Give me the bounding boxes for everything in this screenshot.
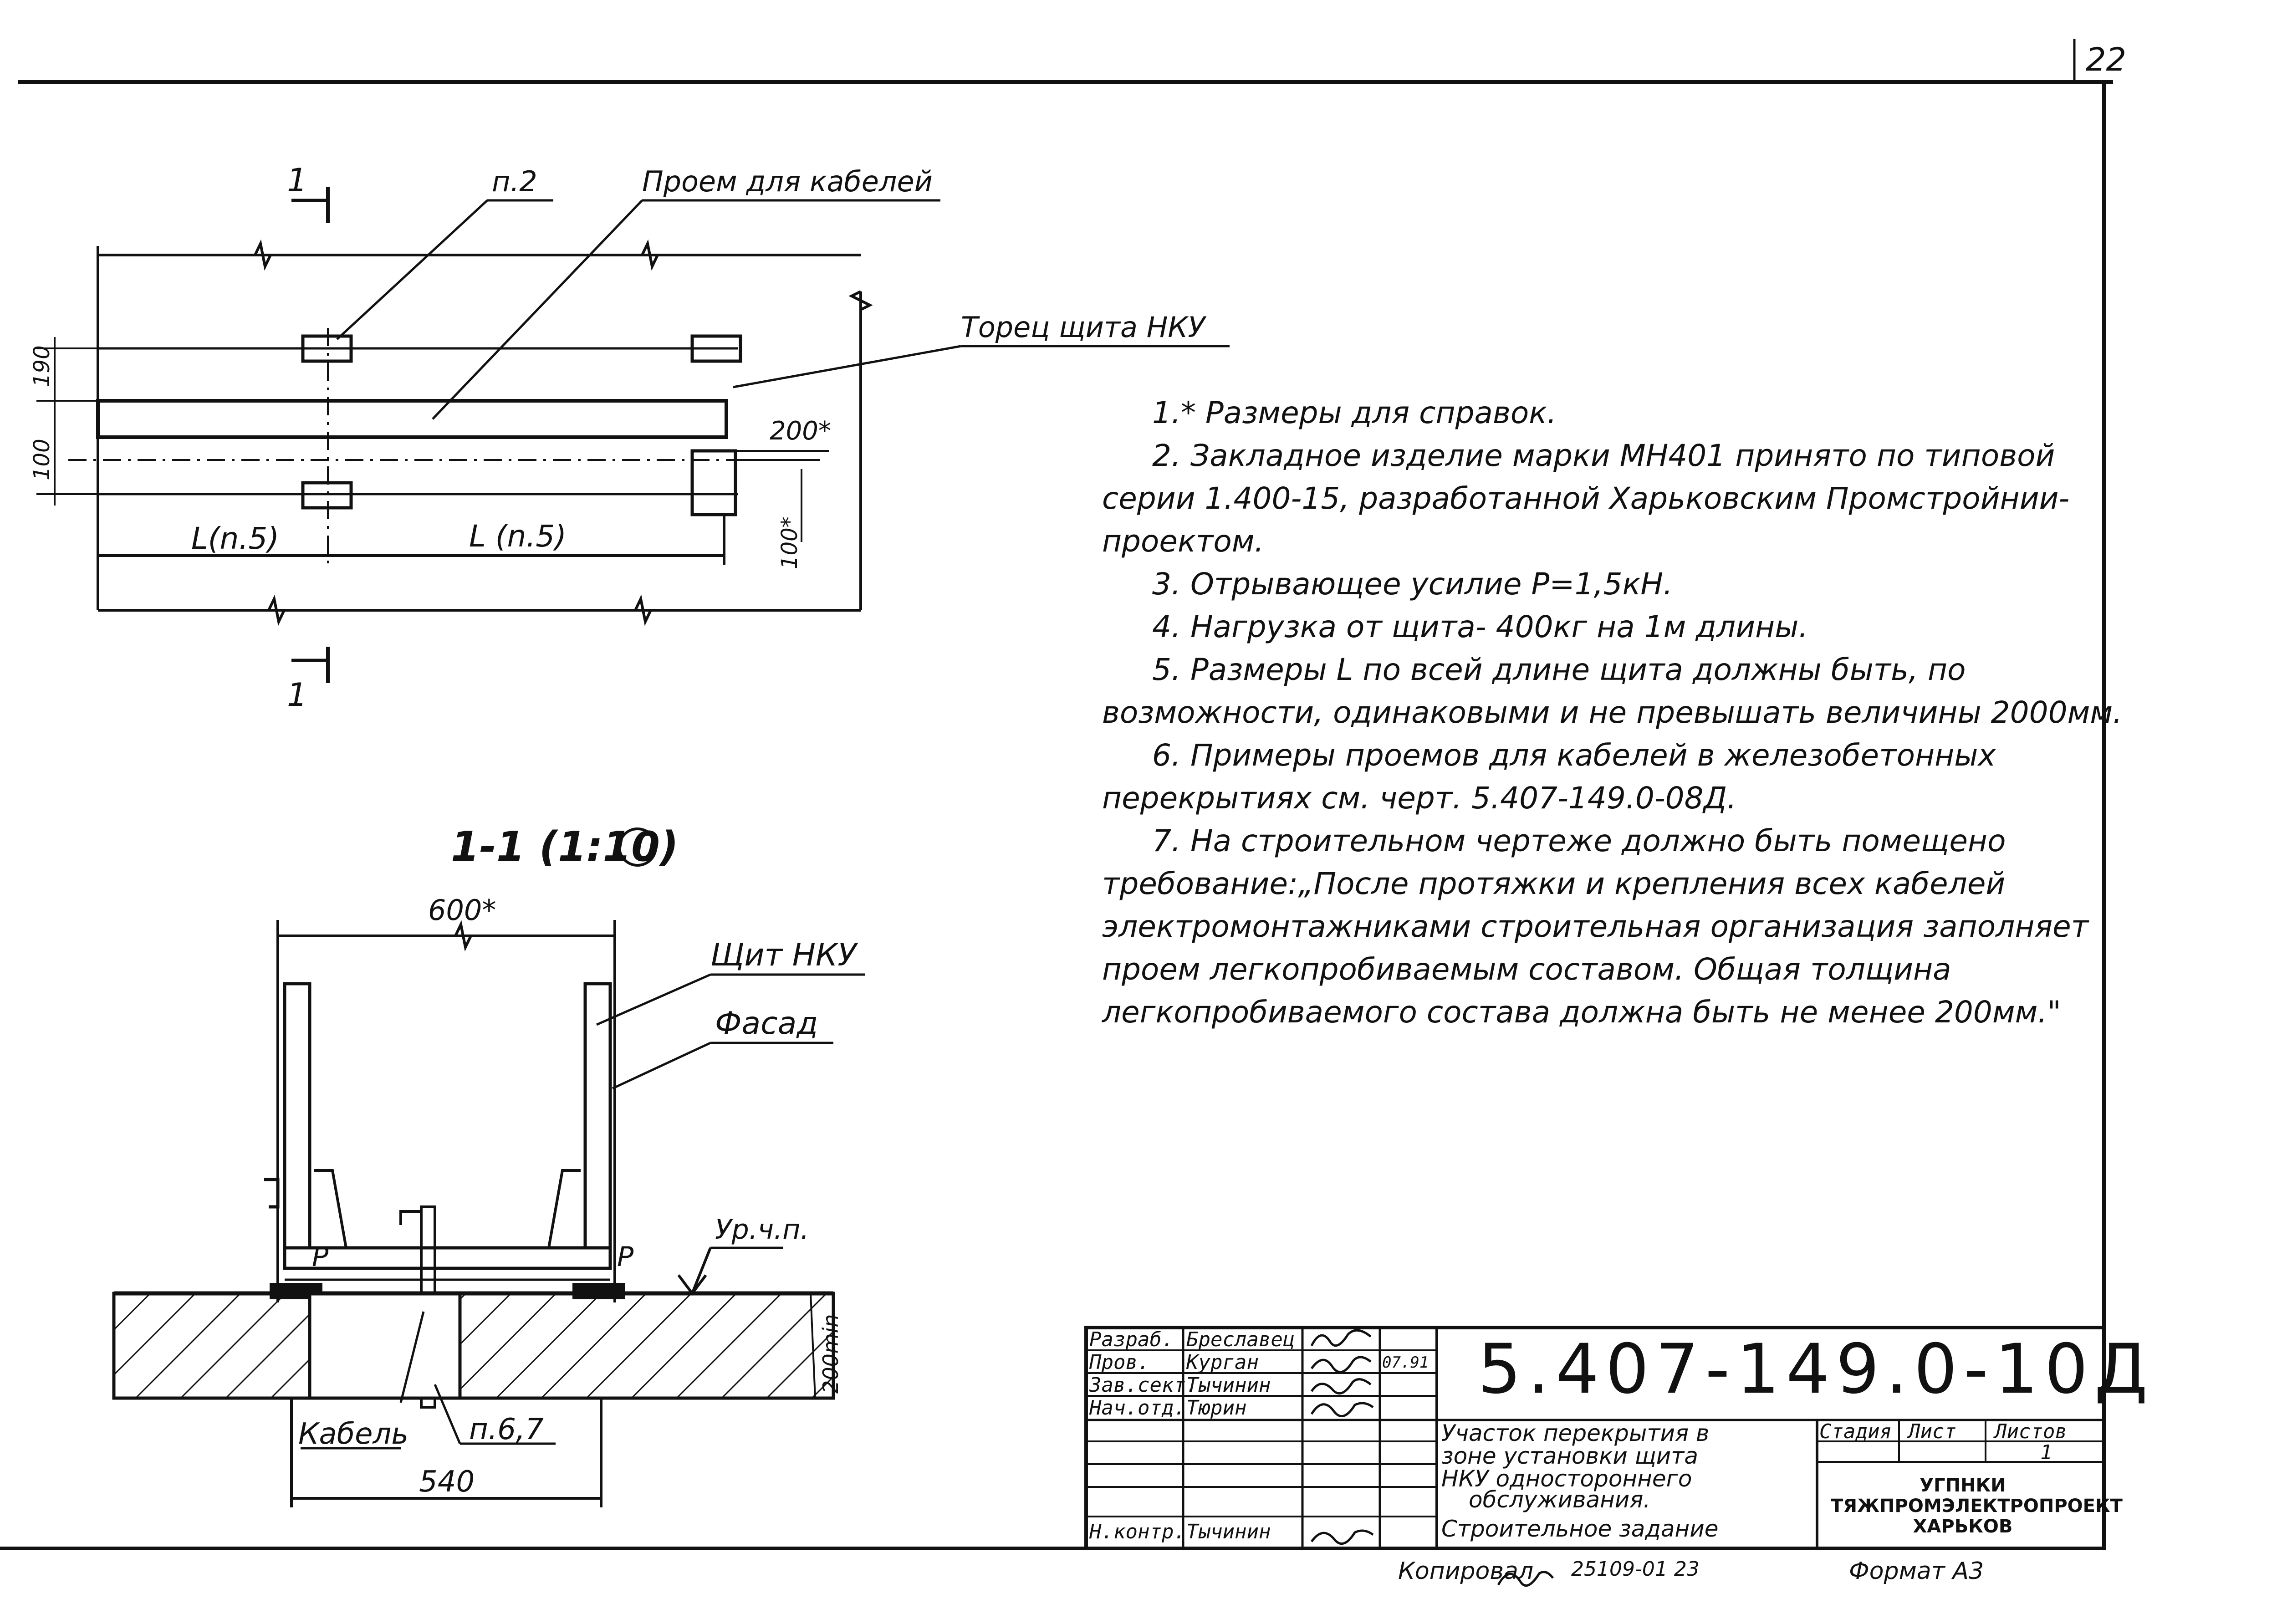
label-force-right: P [617, 1241, 634, 1273]
tb-document-code: 5.407-149.0-10Д [1478, 1330, 2154, 1409]
tb-name-3: Тюрин [1186, 1396, 1247, 1420]
label-item-2: п.2 [492, 165, 537, 198]
signature-1 [1310, 1329, 1372, 1347]
label-floor-level: Ур.ч.п. [715, 1214, 809, 1246]
dim-200min: 200min [818, 1314, 843, 1394]
label-facade: Фасад [715, 1006, 818, 1042]
note-6: 6. Примеры проемов для кабелей в железоб… [1102, 738, 1996, 816]
dim-600: 600* [428, 894, 496, 927]
tb-sheets-value: 1 [2040, 1441, 2052, 1464]
label-L-left: L(n.5) [191, 521, 279, 556]
footer-order: 25109-01 23 [1571, 1558, 1700, 1581]
dim-190: 190 [29, 345, 55, 387]
section-labels: 1-1 (1:10) 600* Щит НКУ Фасад Ур.ч.п. P … [298, 823, 858, 1499]
signature-2 [1310, 1356, 1372, 1374]
section-mark-bottom: 1 [287, 676, 307, 714]
tb-org-line-2: ТЯЖПРОМЭЛЕКТРОПРОЕКТ [1831, 1496, 2123, 1517]
tb-sheets-label: Листов [1995, 1420, 2067, 1443]
notes-block: 1.* Размеры для справок. 2. Закладное из… [1102, 392, 2131, 1034]
tb-name-6: Тычинин [1186, 1520, 1271, 1543]
label-panel: Щит НКУ [710, 937, 858, 973]
note-3: 3. Отрывающее усилие P=1,5кН. [1152, 567, 1673, 602]
label-cable: Кабель [298, 1417, 408, 1451]
plan-view [36, 187, 1230, 683]
signature-3 [1310, 1378, 1372, 1394]
label-opening: Проем для кабелей [642, 165, 933, 198]
sheet-number: 22 [2086, 41, 2126, 78]
section-view [112, 827, 865, 1507]
dim-200: 200* [770, 416, 831, 446]
note-7: 7. На строительном чертеже должно быть п… [1102, 823, 2089, 1030]
footer-format: Формат А3 [1849, 1558, 1984, 1585]
note-1: 1.* Размеры для справок. [1152, 395, 1557, 430]
dim-100-left: 100 [29, 439, 55, 480]
label-force-left: P [312, 1241, 329, 1273]
tb-stage-label: Стадия [1819, 1420, 1892, 1443]
plan-labels: 1 1 п.2 Проем для кабелей Торец щита НКУ… [29, 162, 1207, 714]
tb-name-0: Бреславец [1186, 1328, 1295, 1351]
tb-role-2: Зав.сект. [1089, 1374, 1198, 1397]
note-2: 2. Закладное изделие марки МН401 принято… [1102, 438, 2070, 559]
section-title: 1-1 (1:10) [451, 823, 679, 871]
label-item-6-7: п.6,7 [469, 1413, 544, 1446]
section-mark-top: 1 [287, 162, 307, 199]
tb-role-1: Пров. [1089, 1351, 1150, 1374]
tb-sheet-label: Лист [1908, 1420, 1956, 1443]
footer-copied: Копировал [1398, 1558, 1534, 1585]
tb-date: 07.91 [1382, 1353, 1429, 1372]
tb-desc-line-1: Участок перекрытия в [1441, 1420, 1710, 1446]
label-L-right: L (n.5) [469, 519, 567, 554]
tb-name-1: Курган [1186, 1351, 1259, 1374]
tb-desc-line-4: обслуживания. [1469, 1486, 1651, 1513]
tb-desc-line-5: Строительное задание [1441, 1516, 1719, 1542]
note-5: 5. Размеры L по всей длине щита должны б… [1102, 652, 2123, 730]
dim-540: 540 [419, 1465, 475, 1499]
dim-100-right: 100* [777, 516, 802, 569]
signature-5 [1310, 1529, 1374, 1545]
note-4: 4. Нагрузка от щита- 400кг на 1м длины. [1152, 609, 1808, 644]
tb-org-line-1: УГПНКИ [1920, 1475, 2006, 1496]
label-panel-end: Торец щита НКУ [961, 311, 1207, 344]
tb-desc-line-2: зоне установки щита [1441, 1443, 1699, 1469]
tb-desc-line-3: НКУ одностороннего [1441, 1466, 1692, 1492]
tb-name-2: Тычинин [1186, 1374, 1271, 1397]
tb-role-0: Разраб. [1089, 1328, 1174, 1351]
tb-role-3: Нач.отд. [1089, 1396, 1186, 1420]
signature-4 [1310, 1402, 1374, 1417]
tb-role-6: Н.контр. [1089, 1520, 1186, 1543]
copier-signature [1497, 1571, 1554, 1587]
tb-org-line-3: ХАРЬКОВ [1913, 1516, 2013, 1537]
